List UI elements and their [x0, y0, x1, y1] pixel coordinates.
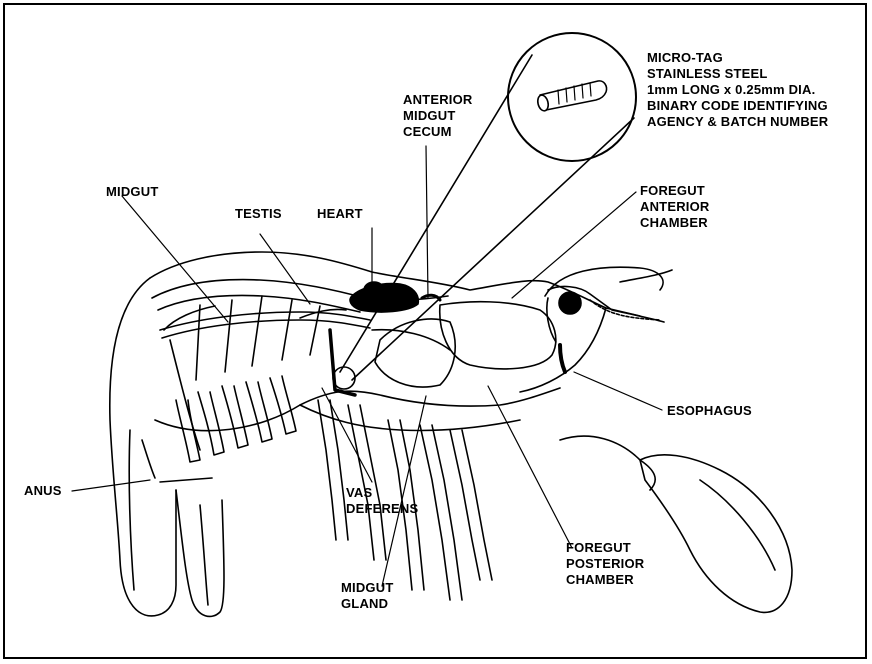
label-line: GLAND — [341, 596, 393, 612]
label-line: MIDGUT — [341, 580, 393, 596]
tag-line-2: STAINLESS STEEL — [647, 66, 828, 82]
label-line: VAS — [346, 485, 418, 501]
label-line: MIDGUT — [403, 108, 473, 124]
label-line: CHAMBER — [566, 572, 644, 588]
label-anus: ANUS — [24, 483, 62, 499]
label-heart: HEART — [317, 206, 363, 222]
tag-line-1: MICRO-TAG — [647, 50, 828, 66]
label-line: MIDGUT — [106, 184, 158, 200]
label-line: CHAMBER — [640, 215, 710, 231]
label-line: FOREGUT — [640, 183, 710, 199]
pleopods — [176, 376, 296, 462]
label-line: ANUS — [24, 483, 62, 499]
label-line: POSTERIOR — [566, 556, 644, 572]
label-line: CECUM — [403, 124, 473, 140]
label-esophagus: ESOPHAGUS — [667, 403, 752, 419]
label-anterior-midgut-cecum: ANTERIOR MIDGUT CECUM — [403, 92, 473, 140]
label-line: TESTIS — [235, 206, 282, 222]
label-line: FOREGUT — [566, 540, 644, 556]
label-line: ANTERIOR — [403, 92, 473, 108]
label-vas-deferens: VAS DEFERENS — [346, 485, 418, 517]
label-foregut-anterior-chamber: FOREGUT ANTERIOR CHAMBER — [640, 183, 710, 231]
tag-line-5: AGENCY & BATCH NUMBER — [647, 114, 828, 130]
label-line: ANTERIOR — [640, 199, 710, 215]
micro-tag-description: MICRO-TAG STAINLESS STEEL 1mm LONG x 0.2… — [647, 50, 828, 130]
label-line: DEFERENS — [346, 501, 418, 517]
label-midgut-gland: MIDGUT GLAND — [341, 580, 393, 612]
label-foregut-posterior-chamber: FOREGUT POSTERIOR CHAMBER — [566, 540, 644, 588]
micro-tag-inset — [340, 33, 636, 380]
tag-line-4: BINARY CODE IDENTIFYING — [647, 98, 828, 114]
tag-line-3: 1mm LONG x 0.25mm DIA. — [647, 82, 828, 98]
label-midgut: MIDGUT — [106, 184, 158, 200]
label-line: HEART — [317, 206, 363, 222]
internal-organs — [160, 267, 672, 395]
label-testis: TESTIS — [235, 206, 282, 222]
label-line: ESOPHAGUS — [667, 403, 752, 419]
